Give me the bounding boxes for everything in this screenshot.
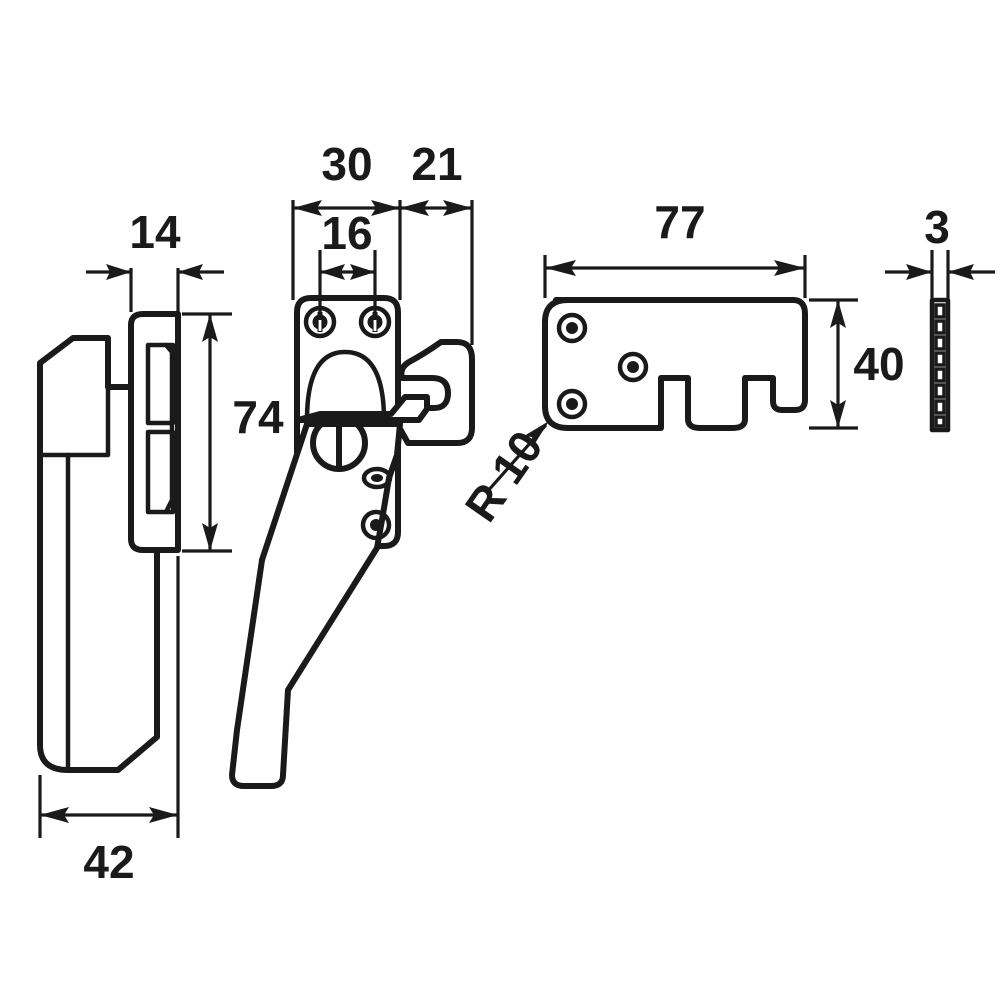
arrow-30-right xyxy=(371,200,400,216)
dimension-label-3: 3 xyxy=(924,201,950,253)
arrow-30-left xyxy=(293,200,322,216)
front-view-handle: 30 21 16 xyxy=(229,138,475,789)
arrow-21-left xyxy=(400,200,429,216)
backplate-outline xyxy=(542,297,808,431)
dimension-16: 16 xyxy=(320,207,375,280)
dimension-42: 42 xyxy=(38,556,180,888)
dimension-label-40: 40 xyxy=(853,338,904,390)
dimension-40: 40 xyxy=(809,298,905,430)
side-view-handle: 14 74 42 xyxy=(37,206,284,888)
dimension-14: 14 xyxy=(86,206,224,312)
arrow-40-bottom xyxy=(830,400,846,428)
dimension-label-77: 77 xyxy=(654,196,705,248)
arrow-42-left xyxy=(40,807,69,823)
front-view-hook-claw xyxy=(392,339,475,446)
dimension-77: 77 xyxy=(543,196,807,298)
front-view-screw-mid xyxy=(361,466,393,490)
arrow-14-left xyxy=(106,264,131,280)
backplate-screw-upper-left xyxy=(556,312,588,344)
arrow-3-right xyxy=(948,264,974,280)
front-view-spindle-screw xyxy=(310,414,368,472)
dimension-label-14: 14 xyxy=(129,206,181,258)
dimension-label-42: 42 xyxy=(83,836,134,888)
gasket-strip-segments xyxy=(934,303,946,428)
arrow-40-top xyxy=(830,300,846,328)
gasket-strip-view: 3 xyxy=(885,201,995,433)
dimension-label-16: 16 xyxy=(321,207,372,259)
arrow-3-left xyxy=(906,264,932,280)
arrow-r10 xyxy=(524,421,549,445)
arrow-14-right xyxy=(178,264,203,280)
dimension-74-side: 74 xyxy=(182,312,284,553)
arrow-77-left xyxy=(545,260,576,276)
arrow-77-right xyxy=(774,260,805,276)
dimension-30: 30 xyxy=(293,138,400,216)
backplate-screw-lower-left xyxy=(556,388,588,420)
dimension-label-21: 21 xyxy=(411,138,462,190)
arrow-16-left xyxy=(320,264,345,280)
front-view-lever-body xyxy=(229,421,403,789)
dimension-label-30: 30 xyxy=(321,138,372,190)
front-view-arch-detail xyxy=(304,349,387,423)
side-view-backplate-inner-3 xyxy=(163,342,175,515)
arrow-42-right xyxy=(149,807,178,823)
arrow-74-bottom xyxy=(202,523,218,551)
side-view-lever-inner-edge xyxy=(37,384,111,458)
side-view-backplate-inner-2 xyxy=(145,429,176,515)
gasket-strip-outline xyxy=(929,297,951,433)
front-view-lever-arm xyxy=(295,394,430,423)
front-view-screw-lower xyxy=(360,509,392,541)
arrow-21-right xyxy=(443,200,472,216)
dimension-3: 3 xyxy=(885,201,995,298)
arrow-74-top xyxy=(202,314,218,342)
arrow-16-right xyxy=(350,264,375,280)
dimension-label-74: 74 xyxy=(232,391,284,443)
backplate-screw-center xyxy=(617,351,649,383)
dimension-21: 21 xyxy=(400,138,472,216)
